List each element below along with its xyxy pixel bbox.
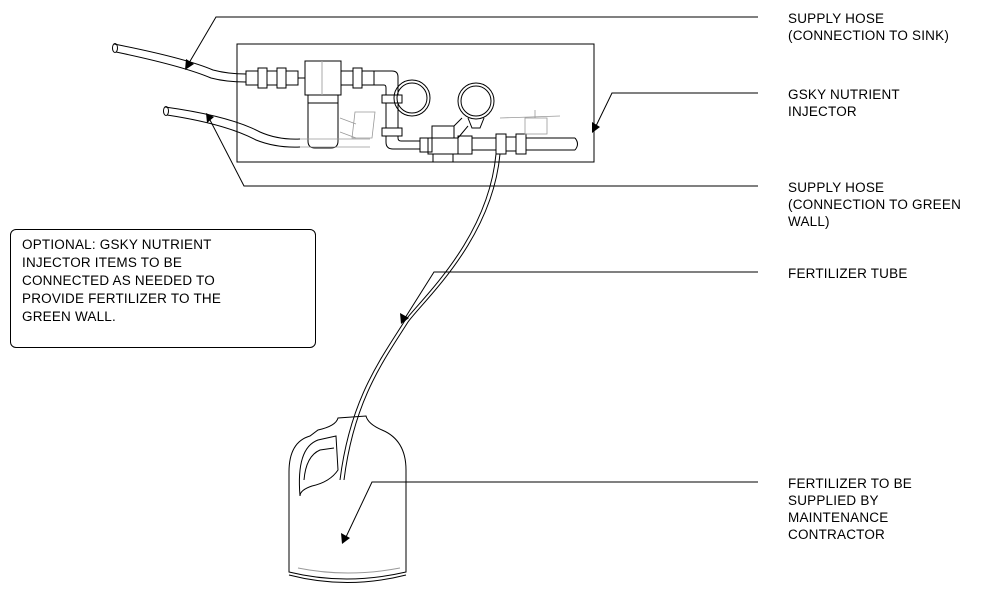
hidden-components: [300, 110, 561, 148]
leader-fertilizer: [345, 481, 758, 538]
note-text: OPTIONAL: GSKY NUTRIENT INJECTOR ITEMS T…: [22, 237, 222, 324]
supply-hose-wall: [163, 106, 301, 148]
leader-fert-tube: [404, 271, 758, 319]
vertical-pipe: [381, 94, 420, 150]
label-supply-hose-sink: SUPPLY HOSE (CONNECTION TO SINK): [788, 11, 950, 43]
leader-injector: [595, 92, 758, 127]
pressure-gauge-right: [457, 82, 495, 129]
fertilizer-tube: [339, 153, 501, 481]
note-box: [10, 229, 316, 348]
filter-outlet-fittings: [340, 67, 399, 95]
leader-lines: [188, 16, 758, 538]
right-pipe-fittings: [472, 133, 578, 155]
arrowheads: [185, 59, 600, 544]
label-supply-hose-wall: SUPPLY HOSE (CONNECTION TO GREEN WALL): [788, 180, 962, 229]
left-fittings: [245, 67, 299, 89]
pressure-gauge-left: [393, 79, 431, 117]
label-fertilizer: FERTILIZER TO BE SUPPLIED BY MAINTENANCE…: [788, 476, 912, 542]
fertilizer-jug: [288, 415, 407, 583]
injector-enclosure: [236, 43, 595, 163]
leader-supply-wall: [209, 119, 758, 187]
leader-supply-sink: [188, 16, 758, 64]
label-fertilizer-tube: FERTILIZER TUBE: [788, 266, 908, 281]
supply-hose-sink: [112, 43, 247, 83]
label-injector: GSKY NUTRIENT INJECTOR: [788, 87, 900, 119]
filter-housing: [298, 60, 342, 149]
injector-valve-body: [419, 117, 473, 163]
